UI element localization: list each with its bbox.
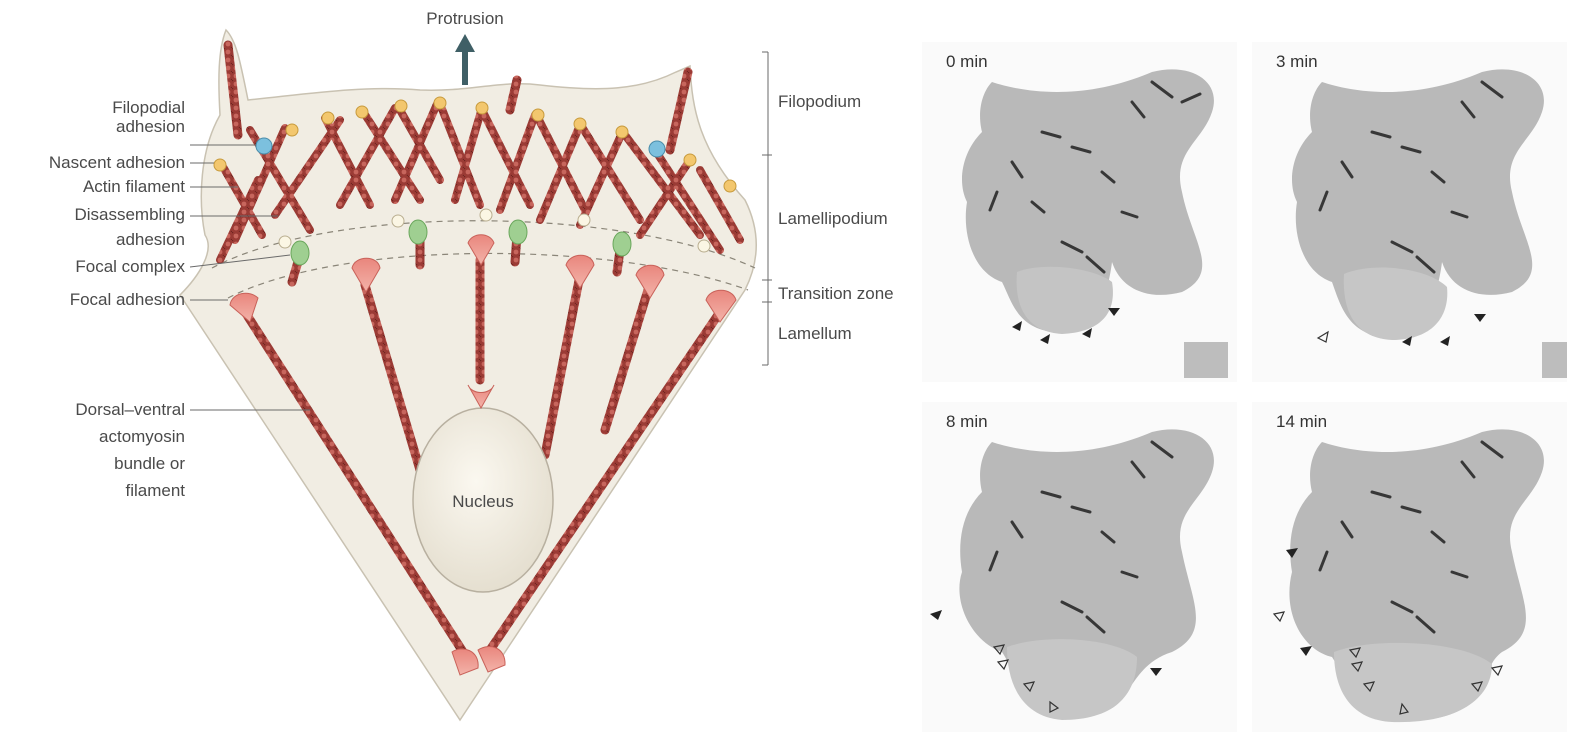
time-label-3: 3 min [1276,52,1318,72]
micrograph-8min: 8 min [922,402,1237,742]
filopodial-adhesion-label-2: adhesion [116,117,185,136]
disassembling-adhesion-label-2: adhesion [116,230,185,249]
time-label-8: 8 min [946,412,988,432]
focal-adhesion-label: Focal adhesion [70,290,185,309]
disassembling-adhesion-label-1: Disassembling [74,205,185,224]
lamellipodium-label: Lamellipodium [778,209,888,228]
protrusion-arrow [455,34,475,85]
transition-zone-label: Transition zone [778,284,894,303]
filopodium-label: Filopodium [778,92,861,111]
filopodial-adhesion-label-1: Filopodial [112,98,185,117]
protrusion-label: Protrusion [426,9,503,28]
cell-schematic: Nucleus [0,0,930,733]
nucleus-label: Nucleus [452,492,513,511]
nascent-adhesion-label: Nascent adhesion [49,153,185,172]
dorsal-ventral-label-2: actomyosin [99,427,185,446]
time-label-14: 14 min [1276,412,1327,432]
micrograph-14min: 14 min [1252,402,1567,742]
actin-filament-label: Actin filament [83,177,185,196]
time-label-0: 0 min [946,52,988,72]
micrograph-0min: 0 min [922,42,1237,382]
micrograph-3min: 3 min [1252,42,1567,382]
region-bracket [762,52,772,365]
dorsal-ventral-label-1: Dorsal–ventral [75,400,185,419]
dorsal-ventral-label-4: filament [125,481,185,500]
dorsal-ventral-label-3: bundle or [114,454,185,473]
lamellum-label: Lamellum [778,324,852,343]
focal-complex-label: Focal complex [75,257,185,276]
